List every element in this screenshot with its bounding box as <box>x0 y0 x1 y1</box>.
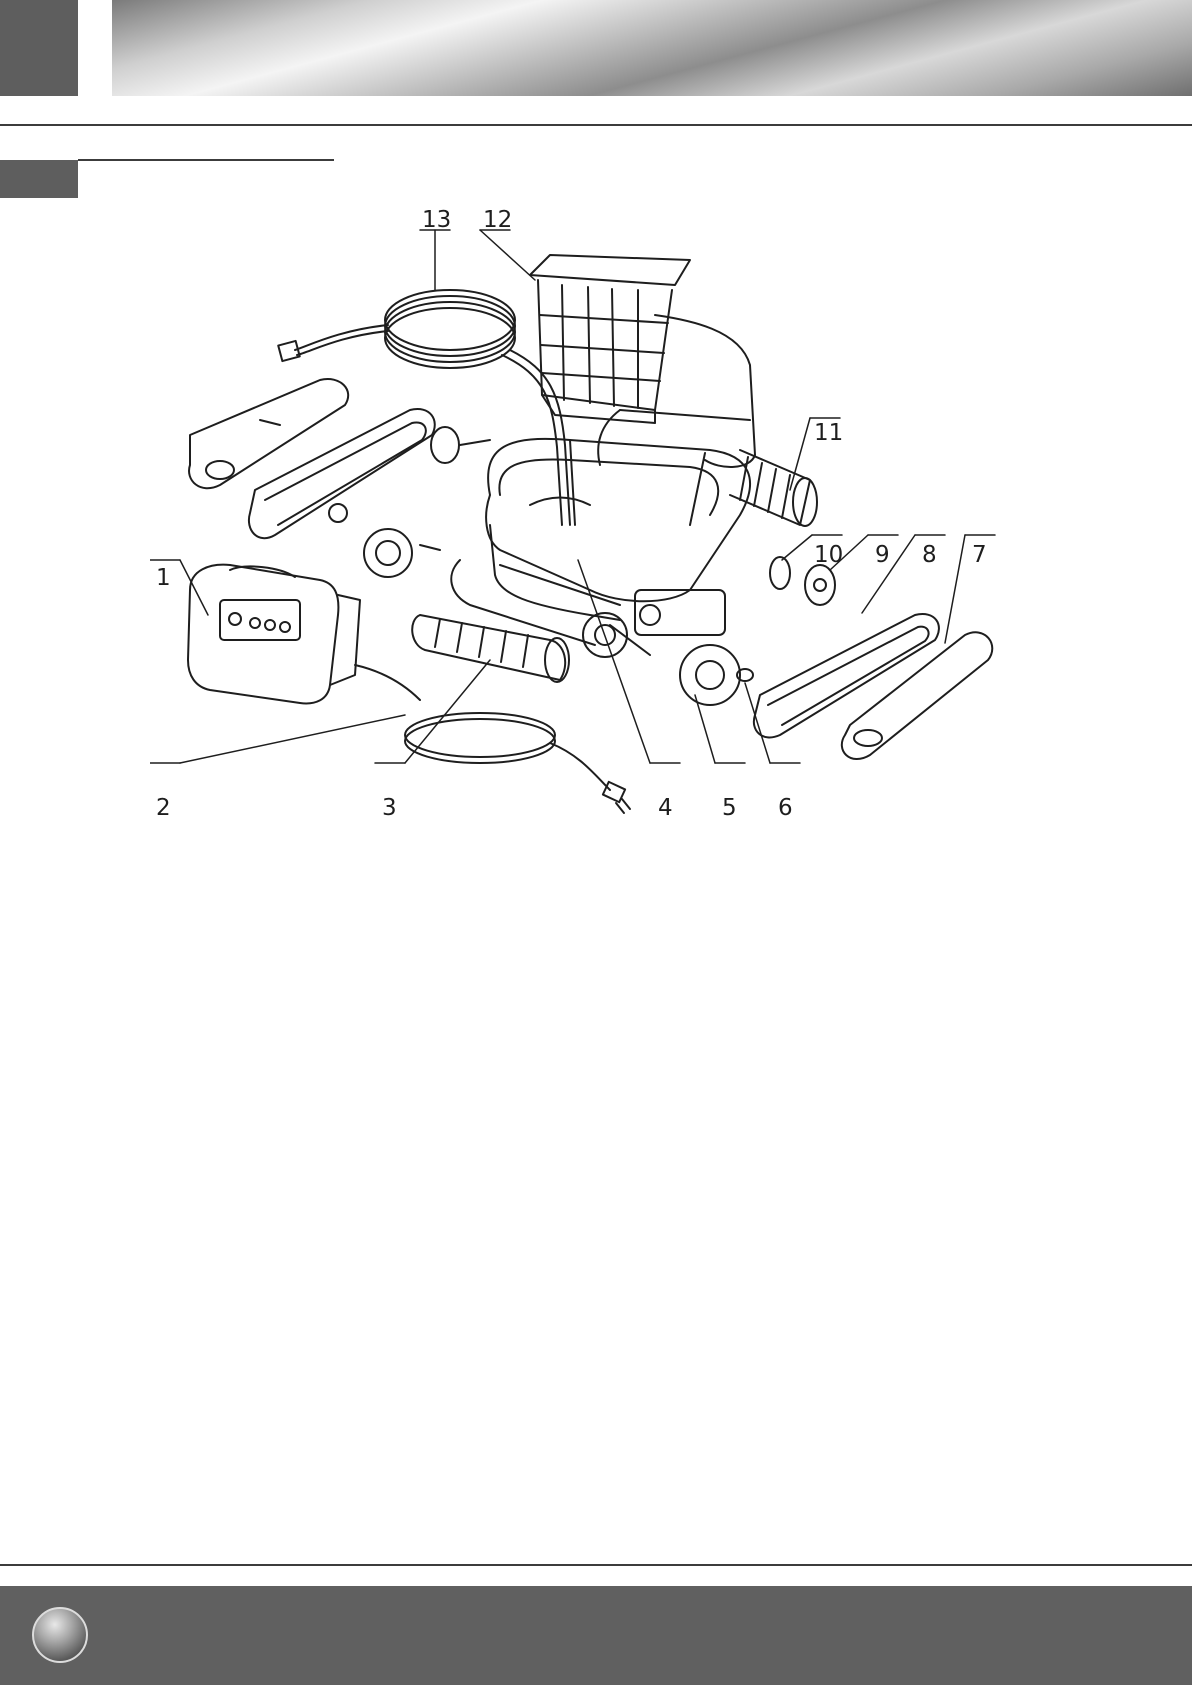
callout-4: 4 <box>658 795 673 821</box>
callout-7: 7 <box>972 542 987 568</box>
callout-labels: 1 2 3 4 5 6 7 8 9 10 11 12 13 <box>156 207 987 821</box>
callout-12: 12 <box>483 207 512 233</box>
header-gap <box>78 0 112 96</box>
section-marker <box>0 160 78 198</box>
header-tab <box>0 0 78 96</box>
callout-2: 2 <box>156 795 171 821</box>
exploded-parts-diagram: 1 2 3 4 5 6 7 8 9 10 11 12 13 <box>150 195 1090 875</box>
left-side-assembly-drawing <box>189 379 490 577</box>
section-title-line <box>78 159 334 161</box>
footer-rule <box>0 1564 1192 1566</box>
callout-3: 3 <box>382 795 397 821</box>
callout-6: 6 <box>778 795 793 821</box>
callout-13: 13 <box>422 207 451 233</box>
callout-8: 8 <box>922 542 937 568</box>
callout-9: 9 <box>875 542 890 568</box>
page-header <box>0 0 1192 96</box>
callout-10: 10 <box>814 542 843 568</box>
header-rule <box>0 124 1192 126</box>
header-banner <box>112 0 1192 96</box>
power-cable-drawing <box>355 665 630 813</box>
page-orb-icon <box>32 1607 88 1663</box>
rear-brush-drawing <box>730 450 817 526</box>
power-supply-drawing <box>188 565 360 704</box>
page-footer <box>0 1586 1192 1685</box>
callout-5: 5 <box>722 795 737 821</box>
front-brush-drawing <box>412 615 569 682</box>
callout-11: 11 <box>814 420 843 446</box>
callout-1: 1 <box>156 565 171 591</box>
right-side-assembly-drawing <box>680 557 992 759</box>
floating-cable-drawing <box>278 290 570 525</box>
